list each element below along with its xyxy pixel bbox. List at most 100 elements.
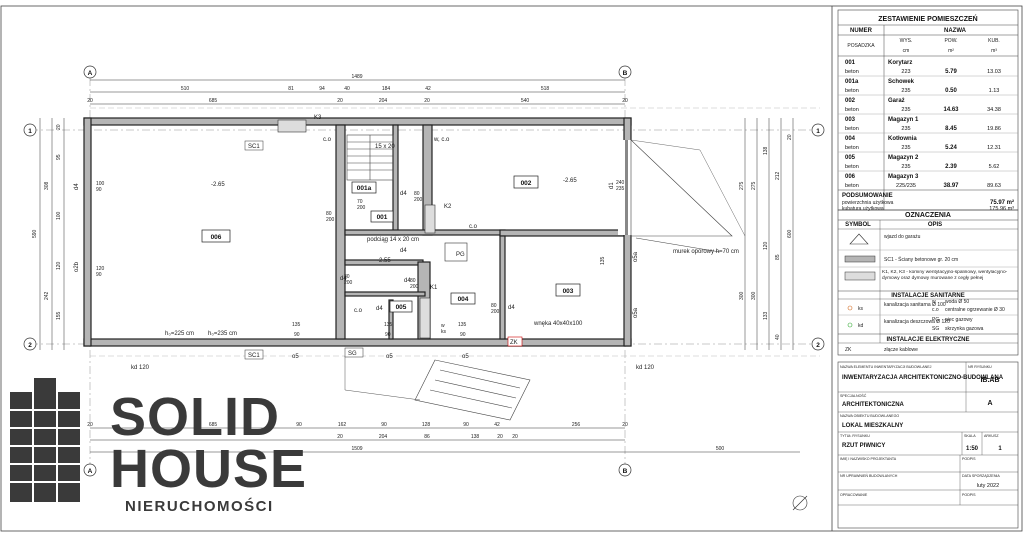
svg-text:2: 2 <box>816 342 820 349</box>
svg-text:NAZWA: NAZWA <box>944 28 967 34</box>
svg-text:001a: 001a <box>845 79 859 85</box>
svg-text:o5: o5 <box>292 354 299 360</box>
axis-marker-2-right: 2 <box>811 337 825 351</box>
svg-text:40: 40 <box>775 334 781 340</box>
svg-text:INSTALACJE ELEKTRYCZNE: INSTALACJE ELEKTRYCZNE <box>886 337 969 343</box>
svg-text:001: 001 <box>377 214 388 221</box>
axis-marker-1-left: 1 <box>23 123 37 137</box>
svg-text:Garaż: Garaż <box>888 98 905 104</box>
company-logo: SOLID HOUSE NIERUCHOMOŚCI <box>10 378 306 515</box>
ramp-symbol-icon <box>849 233 869 245</box>
svg-text:90: 90 <box>296 422 302 428</box>
svg-text:003: 003 <box>845 117 856 123</box>
axis-marker-b-top: B <box>618 65 632 79</box>
svg-text:o2b: o2b <box>74 261 80 272</box>
svg-text:20: 20 <box>497 434 503 440</box>
rooms-table: ZESTAWIENIE POMIESZCZEŃ NUMER NAZWA POSA… <box>837 9 1019 212</box>
svg-text:murek oporowy h=70 cm: murek oporowy h=70 cm <box>673 249 739 255</box>
svg-text:300: 300 <box>739 291 745 300</box>
svg-text:kanalizacja sanitarna Ø 100: kanalizacja sanitarna Ø 100 <box>884 302 946 308</box>
svg-text:81: 81 <box>288 86 294 92</box>
svg-text:184: 184 <box>382 86 391 92</box>
svg-text:NR RYSUNKU: NR RYSUNKU <box>968 365 992 369</box>
svg-text:K3: K3 <box>314 115 322 121</box>
svg-text:-2.65: -2.65 <box>563 178 577 184</box>
svg-text:PODSUMOWANIE: PODSUMOWANIE <box>842 193 893 199</box>
svg-text:B: B <box>623 468 628 475</box>
svg-text:42: 42 <box>494 422 500 428</box>
svg-text:h₀=225 cm: h₀=225 cm <box>165 331 194 337</box>
svg-text:120: 120 <box>763 241 769 250</box>
svg-text:beton: beton <box>845 69 859 75</box>
svg-text:275: 275 <box>751 181 757 190</box>
gas-boiler <box>444 242 468 262</box>
svg-text:Magazyn 2: Magazyn 2 <box>888 155 919 161</box>
svg-text:A: A <box>987 400 992 407</box>
room-label-006: 006 <box>201 229 231 243</box>
axis-marker-a-bottom: A <box>83 463 97 477</box>
svg-text:510: 510 <box>181 86 190 92</box>
svg-text:20: 20 <box>512 434 518 440</box>
svg-text:204: 204 <box>379 98 388 104</box>
svg-text:powierzchnia użytkowa: powierzchnia użytkowa <box>842 200 894 206</box>
room-label-005: 005 <box>389 300 413 313</box>
svg-text:90: 90 <box>381 422 387 428</box>
svg-text:skrzynka gazowa: skrzynka gazowa <box>945 326 984 332</box>
svg-text:133: 133 <box>763 311 769 320</box>
svg-text:PODPIS: PODPIS <box>962 457 976 461</box>
svg-text:c.o: c.o <box>469 224 478 230</box>
svg-text:175.96 m³: 175.96 m³ <box>989 206 1014 212</box>
svg-text:A: A <box>88 70 93 77</box>
top-dimensions: 1489 510 81 94 40 184 42 518 20 685 20 2… <box>87 74 628 105</box>
svg-text:m³: m³ <box>991 48 997 54</box>
axis-marker-1-right: 1 <box>811 123 825 137</box>
room-label-004: 004 <box>450 292 476 305</box>
svg-text:8.45: 8.45 <box>945 126 957 132</box>
svg-text:beton: beton <box>845 164 859 170</box>
svg-text:wks: wks <box>441 323 447 335</box>
chimney-k1 <box>419 297 431 339</box>
svg-text:540: 540 <box>521 98 530 104</box>
svg-text:20: 20 <box>622 98 628 104</box>
svg-text:1:50: 1:50 <box>966 446 979 452</box>
svg-text:o5: o5 <box>462 354 469 360</box>
svg-text:SPECJALNOŚĆ: SPECJALNOŚĆ <box>840 393 867 398</box>
svg-text:235: 235 <box>901 145 910 151</box>
svg-text:SOLID: SOLID <box>110 387 280 447</box>
outside-stairs <box>344 356 531 421</box>
chimney-symbol-icon <box>844 271 876 281</box>
svg-text:5.79: 5.79 <box>945 69 957 75</box>
svg-text:c.o: c.o <box>323 137 332 143</box>
svg-text:155: 155 <box>56 311 62 320</box>
right-dimensions: 275 300 275 300 138 120 133 212 85 40 60… <box>739 118 794 350</box>
svg-text:225/235: 225/235 <box>896 183 916 189</box>
svg-text:w: w <box>932 299 936 305</box>
svg-text:256: 256 <box>572 422 581 428</box>
svg-text:162: 162 <box>338 422 347 428</box>
svg-text:38.97: 38.97 <box>943 183 959 189</box>
room-label-001: 001 <box>370 210 394 223</box>
svg-text:128: 128 <box>422 422 431 428</box>
svg-text:20: 20 <box>56 124 62 130</box>
svg-text:002: 002 <box>521 180 532 187</box>
svg-text:14.63: 14.63 <box>943 107 959 113</box>
svg-text:beton: beton <box>845 107 859 113</box>
svg-text:d4: d4 <box>404 278 411 284</box>
svg-text:PG: PG <box>456 252 465 258</box>
svg-text:A: A <box>88 468 93 475</box>
title-block: NAZWA ELEMENTU INWENTARYZACJI BUDOWLANEJ… <box>837 361 1019 529</box>
svg-text:SC1: SC1 <box>248 144 260 150</box>
north-arrow-icon <box>792 495 808 511</box>
